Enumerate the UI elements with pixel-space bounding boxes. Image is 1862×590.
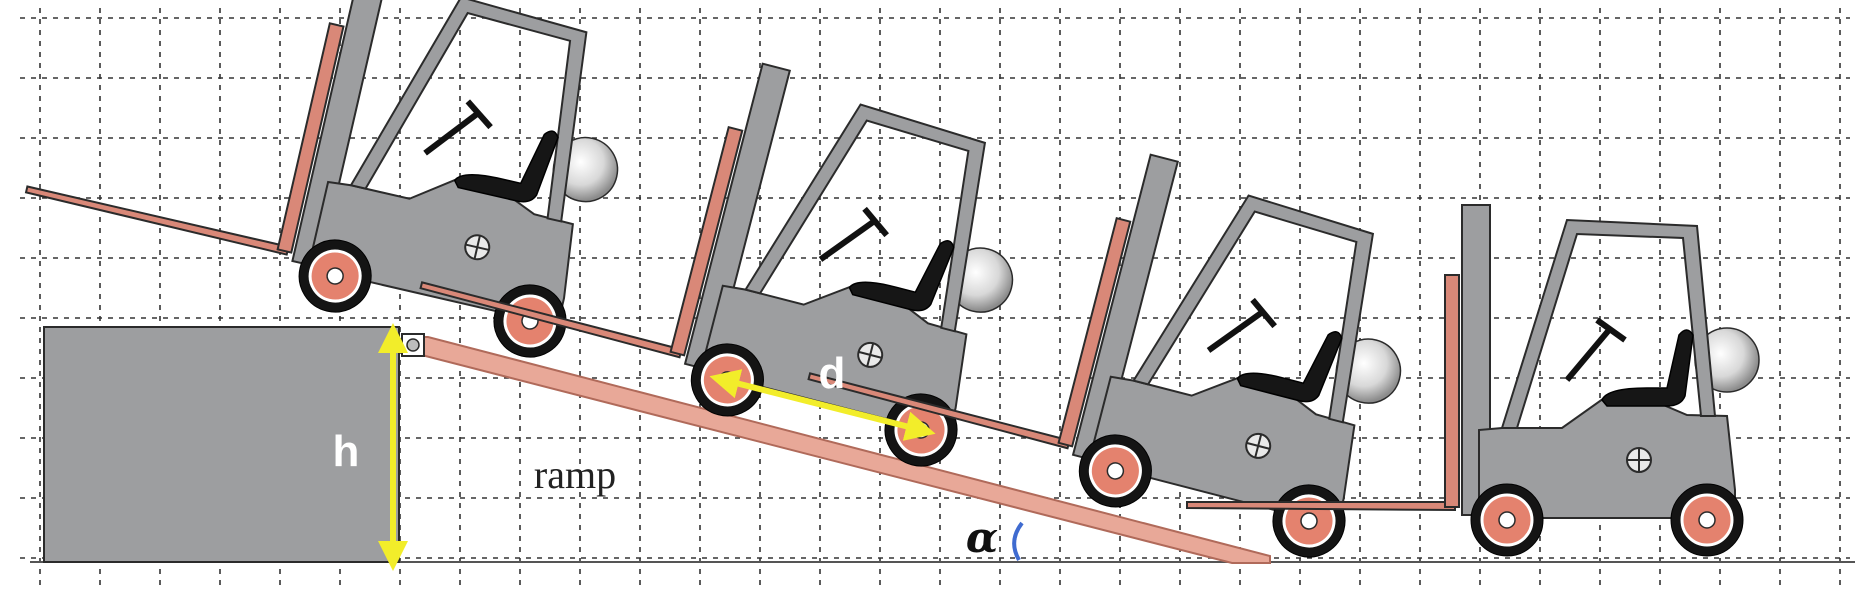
height-dimension: h bbox=[333, 323, 408, 571]
cab-frame bbox=[743, 103, 987, 333]
steering-column bbox=[1206, 310, 1264, 353]
steering-wheel bbox=[1595, 317, 1627, 343]
wheelbase-label: d bbox=[819, 349, 846, 398]
wheelbase-arrow bbox=[709, 369, 936, 441]
fork bbox=[1186, 501, 1456, 512]
forklift bbox=[24, 0, 619, 358]
steering-wheel bbox=[1250, 297, 1277, 329]
forklift bbox=[1186, 204, 1760, 557]
cab-frame bbox=[1500, 218, 1717, 429]
seat bbox=[453, 130, 559, 203]
steering-wheel bbox=[465, 99, 493, 130]
fork bbox=[24, 185, 290, 256]
carriage bbox=[1057, 216, 1132, 448]
loading-platform bbox=[43, 326, 400, 563]
angle-arc bbox=[1012, 521, 1024, 562]
carriage bbox=[276, 22, 345, 254]
steering-wheel bbox=[862, 206, 889, 238]
height-label: h bbox=[333, 427, 360, 476]
wheel-axle bbox=[1106, 462, 1125, 480]
angle-marker: α bbox=[966, 513, 1024, 562]
wheel-axle bbox=[326, 267, 344, 285]
carriage bbox=[1444, 274, 1460, 508]
steering-column bbox=[423, 111, 480, 156]
wheel-axle bbox=[1300, 512, 1318, 530]
wheel-axle bbox=[1698, 511, 1716, 529]
angle-label: α bbox=[966, 513, 998, 562]
wheel-axle bbox=[1498, 511, 1516, 529]
cab-frame bbox=[1131, 194, 1375, 424]
carriage bbox=[669, 125, 744, 357]
ramp-label: ramp bbox=[534, 452, 616, 497]
forklift-group bbox=[24, 0, 1760, 558]
seat bbox=[1601, 329, 1694, 407]
cab-frame bbox=[349, 0, 588, 223]
wheelbase-dimension: d bbox=[709, 349, 936, 441]
steering-column bbox=[818, 219, 876, 262]
seat bbox=[1236, 331, 1343, 403]
seat bbox=[848, 240, 955, 312]
steering-column bbox=[1564, 328, 1612, 382]
